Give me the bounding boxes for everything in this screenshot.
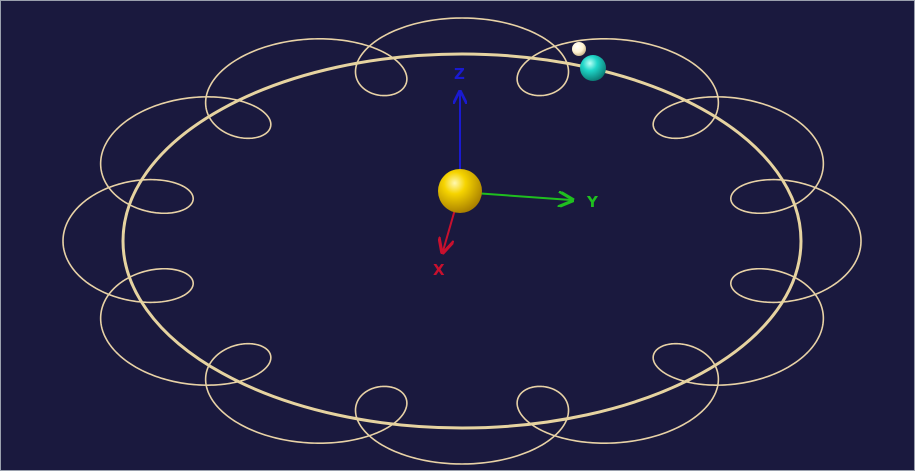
planet-orbit (121, 52, 803, 430)
planet[interactable] (580, 55, 606, 81)
sun[interactable] (438, 169, 482, 213)
y-axis-label: Y (586, 193, 599, 211)
z-axis-label: Z (454, 65, 465, 83)
x-axis-label: X (433, 261, 445, 279)
moon[interactable] (572, 42, 586, 56)
moon-trajectory (62, 17, 862, 465)
